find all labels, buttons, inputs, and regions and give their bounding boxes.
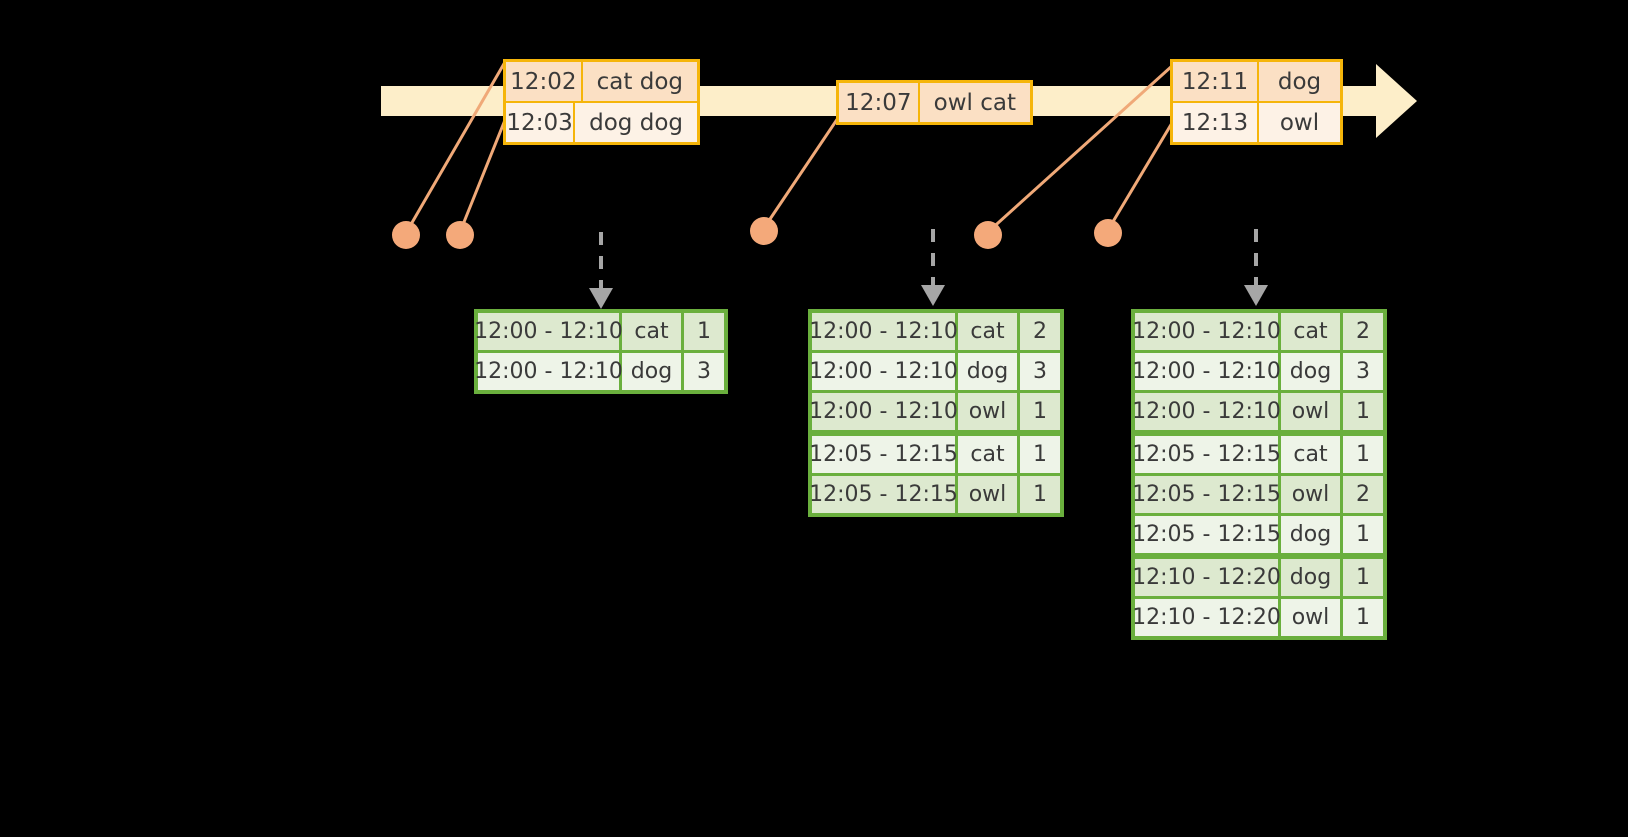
cell-count: 1: [1033, 399, 1047, 424]
event-words: owl: [1279, 109, 1320, 136]
cell-count: 3: [1033, 359, 1047, 384]
cell-count: 1: [1033, 482, 1047, 507]
timeline-event-row[interactable]: 12:13 owl: [1173, 103, 1340, 142]
cell-window: 12:05 - 12:15: [809, 436, 958, 473]
event-words: owl cat: [933, 89, 1016, 116]
cell-word: cat: [622, 313, 684, 350]
table-row[interactable]: 12:00 - 12:10 owl 1: [809, 390, 1060, 430]
event-dot: [446, 221, 474, 249]
timeline-event-row[interactable]: 12:07 owl cat: [839, 83, 1030, 122]
cell-window: 12:00 - 12:10: [809, 393, 958, 430]
timeline-event-group-3[interactable]: 12:11 dog 12:13 owl: [1170, 59, 1343, 145]
cell-window: 12:05 - 12:15: [1132, 436, 1281, 473]
cell-count: 1: [1356, 399, 1370, 424]
cell-word: owl: [1281, 476, 1343, 513]
table-row[interactable]: 12:00 - 12:10 cat 2: [809, 313, 1060, 350]
timeline-event-row[interactable]: 12:02 cat dog: [506, 62, 697, 103]
flow-arrow-1: [589, 232, 613, 309]
cell-count: 2: [1356, 482, 1370, 507]
cell-count: 3: [697, 359, 711, 384]
table-row[interactable]: 12:10 - 12:20 dog 1: [1132, 553, 1383, 596]
table-row[interactable]: 12:05 - 12:15 dog 1: [1132, 513, 1383, 553]
result-table-3[interactable]: 12:00 - 12:10 cat 2 12:00 - 12:10 dog 3 …: [1131, 309, 1387, 640]
timeline-event-row[interactable]: 12:11 dog: [1173, 62, 1340, 103]
timeline-event-group-1[interactable]: 12:02 cat dog 12:03 dog dog: [503, 59, 700, 145]
cell-window: 12:10 - 12:20: [1132, 559, 1281, 596]
cell-window: 12:05 - 12:15: [809, 476, 958, 513]
table-row[interactable]: 12:05 - 12:15 owl 1: [809, 473, 1060, 513]
table-row[interactable]: 12:05 - 12:15 owl 2: [1132, 473, 1383, 513]
event-time: 12:11: [1173, 62, 1259, 101]
cell-word: cat: [958, 436, 1020, 473]
cell-count: 1: [1033, 442, 1047, 467]
cell-word: owl: [958, 476, 1020, 513]
cell-count: 1: [1356, 522, 1370, 547]
event-time: 12:07: [839, 83, 920, 122]
cell-word: cat: [958, 313, 1020, 350]
cell-count: 1: [1356, 442, 1370, 467]
flow-arrow-3: [1244, 229, 1268, 306]
cell-count: 1: [1356, 565, 1370, 590]
event-time: 12:13: [1173, 103, 1259, 142]
cell-window: 12:00 - 12:10: [809, 313, 958, 350]
flow-arrows: [589, 229, 1268, 309]
cell-window: 12:00 - 12:10: [1132, 313, 1281, 350]
event-dot: [392, 221, 420, 249]
cell-word: owl: [1281, 599, 1343, 636]
event-time: 12:02: [506, 62, 583, 101]
table-row[interactable]: 12:05 - 12:15 cat 1: [1132, 430, 1383, 473]
table-row[interactable]: 12:00 - 12:10 dog 3: [809, 350, 1060, 390]
cell-window: 12:00 - 12:10: [474, 353, 623, 390]
cell-count: 3: [1356, 359, 1370, 384]
timeline-event-row[interactable]: 12:03 dog dog: [506, 103, 697, 142]
cell-window: 12:00 - 12:10: [1132, 353, 1281, 390]
cell-word: cat: [1281, 436, 1343, 473]
event-dot: [1094, 219, 1122, 247]
cell-word: dog: [958, 353, 1020, 390]
cell-count: 2: [1356, 319, 1370, 344]
cell-word: owl: [958, 393, 1020, 430]
cell-word: dog: [1281, 559, 1343, 596]
table-row[interactable]: 12:00 - 12:10 cat 2: [1132, 313, 1383, 350]
cell-word: cat: [1281, 313, 1343, 350]
table-row[interactable]: 12:00 - 12:10 cat 1: [474, 313, 724, 350]
result-table-2[interactable]: 12:00 - 12:10 cat 2 12:00 - 12:10 dog 3 …: [808, 309, 1064, 517]
cell-word: dog: [1281, 516, 1343, 553]
event-dot: [974, 221, 1002, 249]
cell-window: 12:00 - 12:10: [474, 313, 623, 350]
result-table-1[interactable]: 12:00 - 12:10 cat 1 12:00 - 12:10 dog 3: [474, 309, 728, 394]
cell-word: owl: [1281, 393, 1343, 430]
cell-window: 12:05 - 12:15: [1132, 516, 1281, 553]
table-row[interactable]: 12:05 - 12:15 cat 1: [809, 430, 1060, 473]
event-words: dog: [1277, 68, 1322, 95]
table-row[interactable]: 12:00 - 12:10 dog 3: [474, 350, 724, 390]
event-words: cat dog: [596, 68, 683, 95]
event-dot: [750, 217, 778, 245]
cell-window: 12:00 - 12:10: [809, 353, 958, 390]
cell-count: 2: [1033, 319, 1047, 344]
cell-window: 12:05 - 12:15: [1132, 476, 1281, 513]
table-row[interactable]: 12:00 - 12:10 owl 1: [1132, 390, 1383, 430]
cell-count: 1: [1356, 605, 1370, 630]
event-time: 12:03: [506, 103, 576, 142]
event-dots: [392, 217, 1122, 249]
flow-arrow-2: [921, 229, 945, 306]
event-words: dog dog: [589, 109, 683, 136]
cell-count: 1: [697, 319, 711, 344]
cell-window: 12:10 - 12:20: [1132, 599, 1281, 636]
cell-window: 12:00 - 12:10: [1132, 393, 1281, 430]
cell-word: dog: [622, 353, 684, 390]
timeline-event-group-2[interactable]: 12:07 owl cat: [836, 80, 1033, 125]
table-row[interactable]: 12:00 - 12:10 dog 3: [1132, 350, 1383, 390]
table-row[interactable]: 12:10 - 12:20 owl 1: [1132, 596, 1383, 636]
cell-word: dog: [1281, 353, 1343, 390]
